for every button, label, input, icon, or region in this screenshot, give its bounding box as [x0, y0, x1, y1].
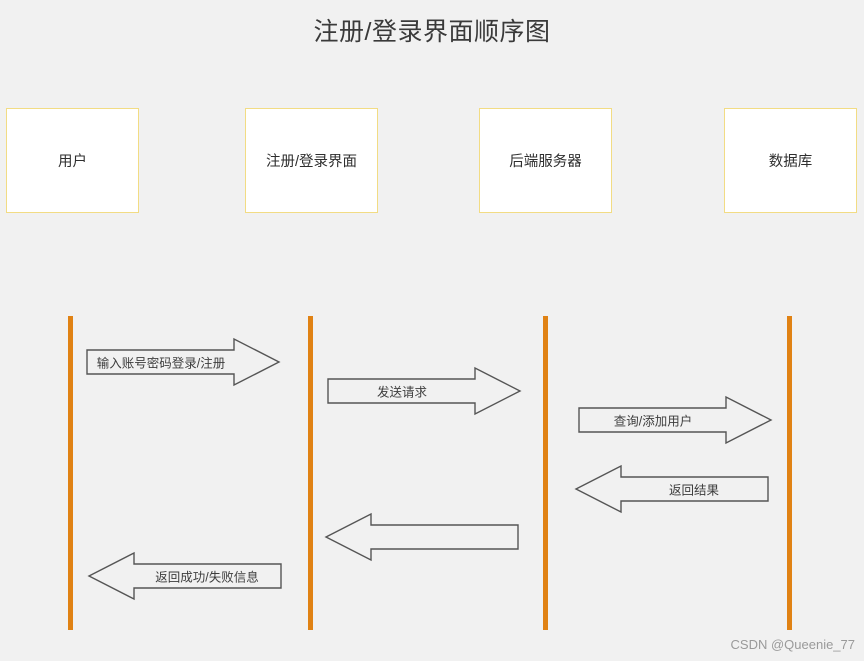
message-arrow-6[interactable]: 返回成功/失败信息	[87, 551, 282, 601]
message-label: 返回结果	[668, 483, 719, 498]
message-arrow-1[interactable]: 输入账号密码登录/注册	[86, 337, 281, 387]
message-label: 发送请求	[376, 385, 427, 400]
participant-label: 数据库	[768, 154, 813, 170]
lifeline-register-login-ui	[308, 316, 313, 630]
participant-box-backend-server[interactable]: 后端服务器	[479, 108, 612, 213]
participant-label: 用户	[58, 154, 87, 170]
participant-box-register-login-ui[interactable]: 注册/登录界面	[245, 108, 378, 213]
watermark: CSDN @Queenie_77	[730, 637, 855, 652]
message-arrow-3[interactable]: 查询/添加用户	[578, 395, 773, 445]
message-label: 返回成功/失败信息	[155, 570, 259, 585]
lifeline-user	[68, 316, 73, 630]
message-arrow-2[interactable]: 发送请求	[327, 366, 522, 416]
participant-label: 后端服务器	[509, 154, 582, 170]
participant-label: 注册/登录界面	[265, 154, 358, 170]
message-arrow-4[interactable]: 返回结果	[574, 464, 769, 514]
message-label: 输入账号密码登录/注册	[96, 356, 226, 371]
message-arrow-5[interactable]	[324, 512, 519, 562]
participant-box-database[interactable]: 数据库	[724, 108, 857, 213]
lifeline-database	[787, 316, 792, 630]
lifeline-backend-server	[543, 316, 548, 630]
participant-box-user[interactable]: 用户	[6, 108, 139, 213]
message-label: 查询/添加用户	[613, 414, 693, 429]
diagram-title: 注册/登录界面顺序图	[313, 18, 551, 46]
